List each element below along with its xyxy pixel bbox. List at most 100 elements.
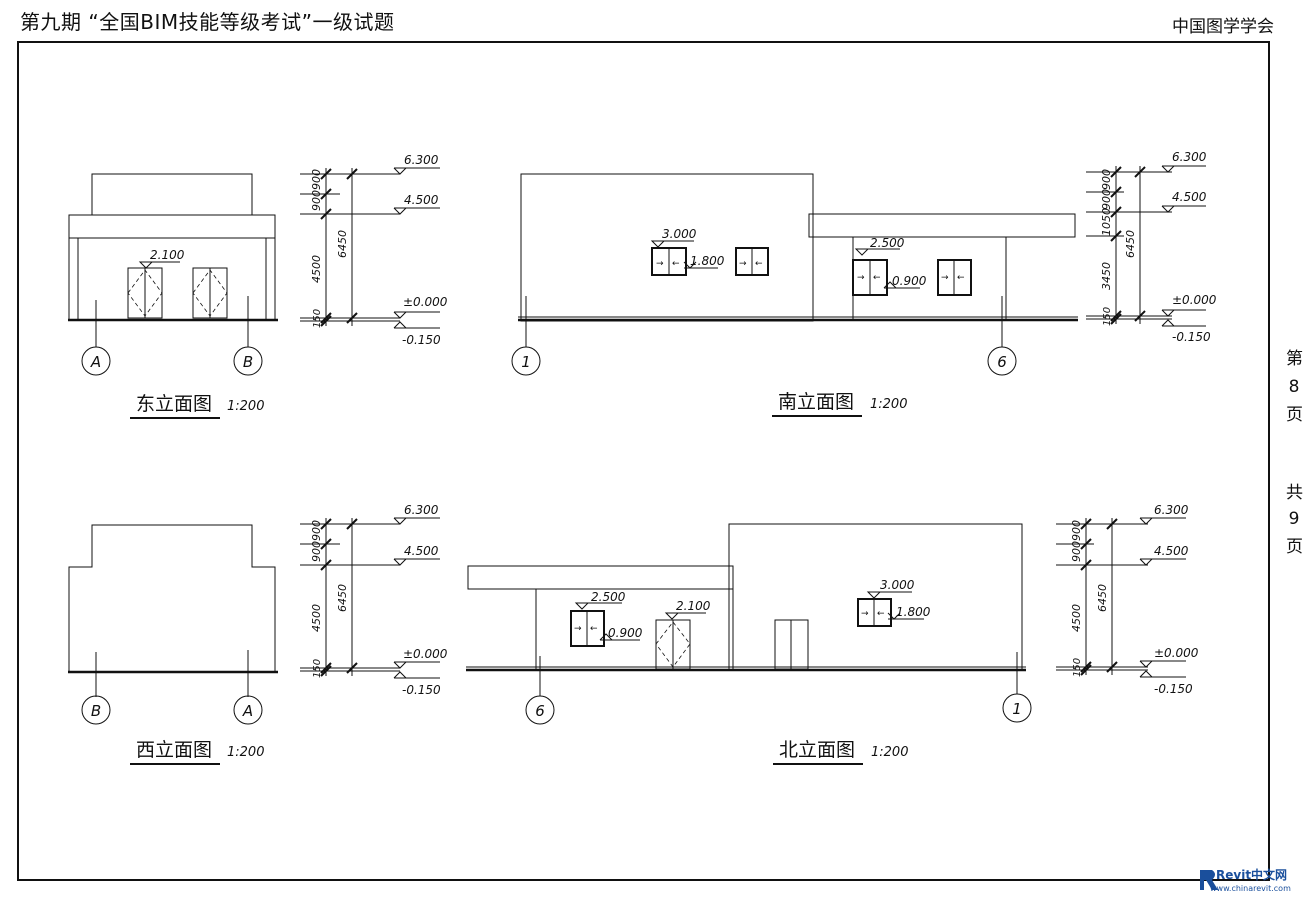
west-axis-right-label: A [242, 702, 253, 720]
east-axis-left-label: A [90, 353, 101, 371]
west-view-title: 西立面图 [136, 739, 212, 761]
east-elev-zero: ±0.000 [403, 295, 448, 309]
south-dim-1050: 1050 [1100, 208, 1113, 236]
north-elev-mid: 4.500 [1154, 544, 1189, 558]
west-dim-6450: 6450 [336, 584, 349, 612]
west-elev-top: 6.300 [404, 503, 439, 517]
north-axis-bubble-right [1002, 693, 1032, 723]
south-elevation: → ← → ← → ← → ← 3.000 1.800 2.500 0.900 … [511, 173, 1078, 417]
south-dim-3450: 3450 [1100, 262, 1113, 290]
west-elev-ground: -0.150 [402, 683, 441, 697]
west-dim-4500: 4500 [310, 604, 323, 632]
south-elev-3000: 3.000 [662, 227, 697, 241]
north-elev-3000: 3.000 [880, 578, 915, 592]
arrow-glyph: ← [957, 273, 965, 283]
west-axis-left-label: B [91, 702, 101, 720]
east-dim-900-top: 900 [310, 169, 323, 190]
east-upper-mass [91, 173, 253, 216]
arrow-glyph: → [941, 273, 949, 283]
north-elev-2100: 2.100 [676, 599, 711, 613]
south-dim-900-mid: 900 [1100, 189, 1113, 210]
arrow-glyph: ← [672, 259, 680, 269]
south-dim-6450: 6450 [1124, 230, 1137, 258]
north-elev-2500: 2.500 [591, 590, 626, 604]
arrow-glyph: ← [755, 259, 763, 269]
watermark-url: www.chinarevit.com [1210, 884, 1291, 893]
watermark-brand: Revit中文网 [1216, 868, 1288, 882]
west-dimension-stack: 900 900 4500 150 6450 6.300 4.500 ±0.000… [300, 503, 448, 697]
south-view-scale: 1:200 [870, 397, 907, 412]
south-dim-900-top: 900 [1100, 169, 1113, 190]
drawing-title: 第九期 “全国BIM技能等级考试”一级试题 [20, 10, 395, 34]
north-view-title: 北立面图 [779, 739, 855, 761]
east-dim-150: 150 [312, 309, 323, 328]
north-dim-6450: 6450 [1096, 584, 1109, 612]
south-elev-ground: -0.150 [1172, 330, 1211, 344]
north-elev-top: 6.300 [1154, 503, 1189, 517]
east-view-title: 东立面图 [136, 393, 212, 415]
north-dim-4500: 4500 [1070, 604, 1083, 632]
north-elev-zero: ±0.000 [1154, 646, 1199, 660]
east-door-top-elev: 2.100 [150, 248, 185, 262]
south-elev-top: 6.300 [1172, 150, 1207, 164]
north-axis-left-label: 6 [535, 702, 545, 720]
east-axis-bubble-left [81, 346, 111, 376]
north-dim-900-top: 900 [1070, 520, 1083, 541]
west-elev-mid: 4.500 [404, 544, 439, 558]
arrow-glyph: ← [873, 273, 881, 283]
west-elevation: B A 西立面图 1:200 [68, 524, 278, 765]
south-dim-150: 150 [1102, 307, 1113, 326]
west-dim-900-top: 900 [310, 520, 323, 541]
north-dim-900-mid: 900 [1070, 541, 1083, 562]
west-view-scale: 1:200 [227, 745, 264, 760]
south-elev-zero: ±0.000 [1172, 293, 1217, 307]
east-axis-right-label: B [243, 353, 253, 371]
north-elevation: → ← → ← 2.500 0.900 2.100 3.000 1.800 6 … [466, 523, 1032, 765]
south-view-title: 南立面图 [778, 391, 854, 413]
west-axis-bubble-left [81, 695, 111, 725]
east-dim-6450: 6450 [336, 230, 349, 258]
arrow-glyph: → [574, 624, 582, 634]
east-elev-ground: -0.150 [402, 333, 441, 347]
page-number: 8 [1288, 377, 1300, 397]
south-elev-mid: 4.500 [1172, 190, 1207, 204]
total-label-gong: 共 [1286, 483, 1303, 503]
page-label-di: 第 [1286, 349, 1303, 369]
north-dim-150: 150 [1072, 658, 1083, 677]
west-elev-zero: ±0.000 [403, 647, 448, 661]
west-outline [68, 524, 276, 672]
north-axis-right-label: 1 [1012, 700, 1022, 718]
arrow-glyph: → [857, 273, 865, 283]
arrow-glyph: → [861, 609, 869, 619]
south-canopy [808, 213, 1076, 238]
east-elev-mid: 4.500 [404, 193, 439, 207]
south-elev-2500: 2.500 [870, 236, 905, 250]
east-view-scale: 1:200 [227, 399, 264, 414]
south-elev-0900: 0.900 [892, 274, 927, 288]
north-canopy [467, 565, 734, 590]
arrow-glyph: → [656, 259, 664, 269]
south-elev-1800: 1.800 [690, 254, 725, 268]
south-axis-right-label: 6 [997, 353, 1007, 371]
south-axis-bubble-right [987, 346, 1017, 376]
north-dimension-stack: 900 900 4500 150 6450 6.300 4.500 ±0.000… [1056, 503, 1199, 696]
east-dim-4500: 4500 [310, 255, 323, 283]
total-label-ye: 页 [1286, 537, 1303, 557]
west-dim-150: 150 [312, 659, 323, 678]
south-axis-bubble-left [511, 346, 541, 376]
east-canopy [68, 214, 276, 239]
east-elev-top: 6.300 [404, 153, 439, 167]
north-elev-0900: 0.900 [608, 626, 643, 640]
east-dimension-stack: 900 900 4500 150 6450 6.300 4.500 ±0.000… [300, 153, 448, 347]
revit-logo-icon [1200, 870, 1218, 890]
south-dimension-stack: 900 900 1050 3450 150 6450 6.300 4.500 ±… [1086, 150, 1217, 344]
east-elevation: 2.100 A B 东立面图 1:200 [68, 173, 278, 419]
west-dim-900-mid: 900 [310, 541, 323, 562]
east-axis-bubble-right [233, 346, 263, 376]
east-dim-900-mid: 900 [310, 190, 323, 211]
north-view-scale: 1:200 [871, 745, 908, 760]
north-elev-ground: -0.150 [1154, 682, 1193, 696]
north-axis-bubble-left [525, 695, 555, 725]
arrow-glyph: ← [590, 624, 598, 634]
arrow-glyph: ← [877, 609, 885, 619]
